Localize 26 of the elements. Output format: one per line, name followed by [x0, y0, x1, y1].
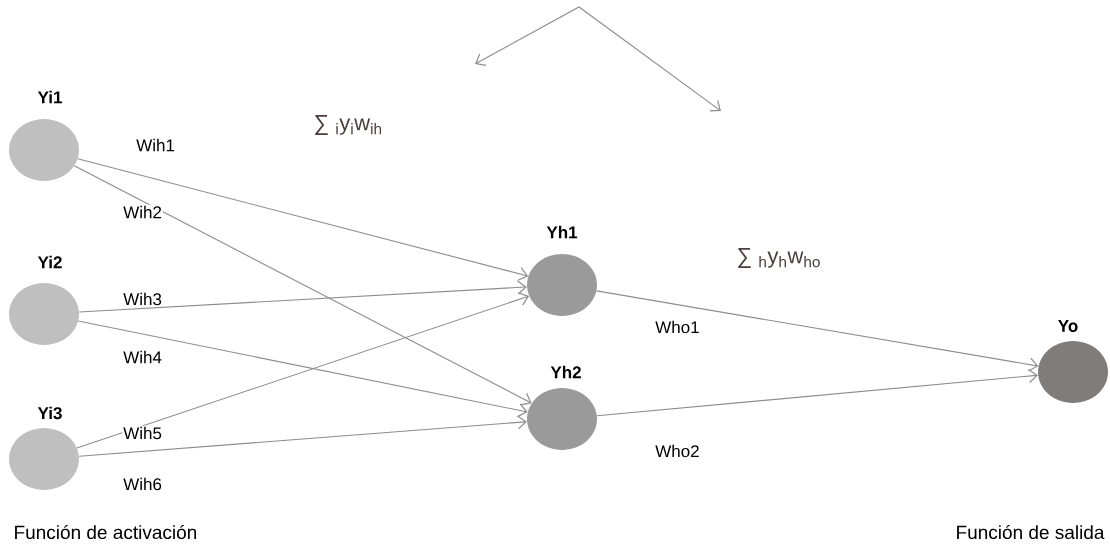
node-title: Yh1: [546, 225, 578, 239]
node-title: Yi1: [37, 90, 62, 104]
edge-label: Who2: [654, 443, 701, 459]
node-title: Yo: [1058, 320, 1078, 332]
caption-text: Función de salida: [957, 524, 1105, 540]
arrow: [78, 415, 527, 457]
edge-label: Wih2: [122, 204, 163, 220]
node-title: Yi3: [37, 406, 62, 420]
arrow: [76, 292, 530, 449]
formula: ∑ $_{h}$y$_{h}$w$_{ho}$: [738, 248, 820, 268]
arrow: [73, 165, 532, 406]
edge-label: Wih4: [122, 349, 163, 365]
edge-label: Wih1: [135, 137, 176, 153]
arrow: [596, 368, 1038, 417]
formula: ∑ $_{i}$y$_{i}$w$_{ih}$: [315, 115, 382, 135]
edge-label: Wih6: [122, 476, 163, 492]
arrow: [596, 290, 1039, 372]
node-title: Yh2: [550, 365, 581, 379]
arrow: [78, 280, 527, 313]
node-title: Yi2: [37, 255, 62, 269]
arrow: [77, 320, 528, 418]
edge-label: Wih5: [122, 425, 163, 441]
edge-label: Who1: [654, 319, 701, 335]
caption-text: Función de activación: [15, 524, 197, 540]
edge-label: Wih3: [122, 291, 163, 307]
arrow: [77, 158, 529, 281]
